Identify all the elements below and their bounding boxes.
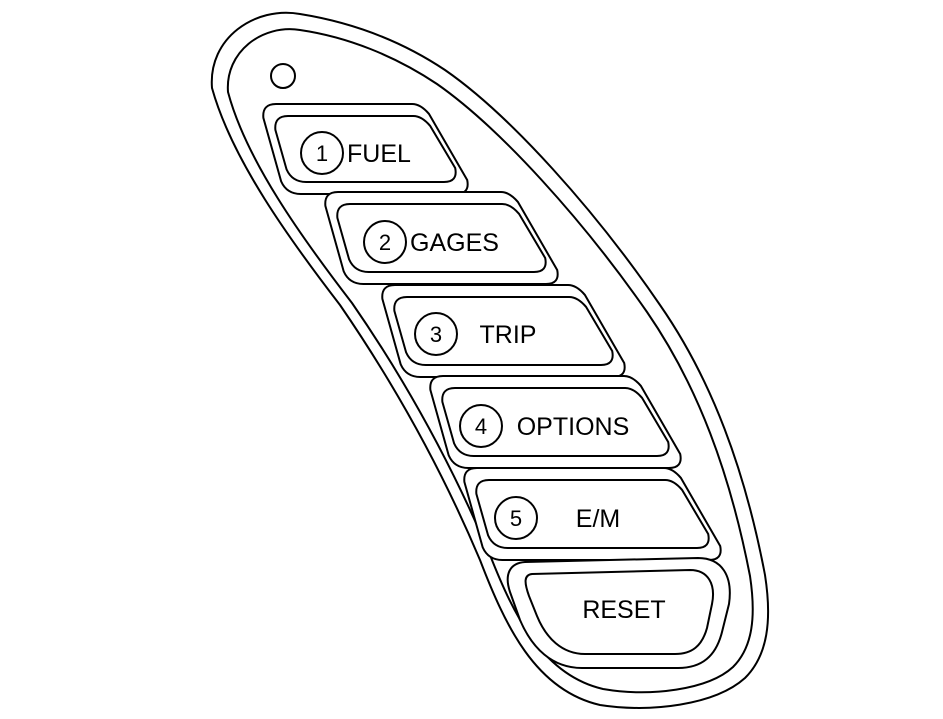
reset-button-face bbox=[524, 569, 714, 655]
reset-button-label: RESET bbox=[582, 596, 665, 624]
trip-button-face bbox=[393, 296, 614, 366]
options-button[interactable]: 4 OPTIONS bbox=[429, 375, 682, 469]
pad-housing bbox=[210, 11, 770, 709]
fuel-button[interactable]: 1 FUEL bbox=[262, 103, 469, 195]
gages-button-number: 2 bbox=[379, 230, 391, 255]
housing-inner-outline bbox=[226, 28, 754, 694]
trip-button[interactable]: 3 TRIP bbox=[381, 284, 626, 378]
em-number-circle bbox=[494, 496, 538, 540]
gages-number-circle bbox=[363, 220, 407, 264]
housing-outer-outline bbox=[210, 11, 770, 709]
em-button[interactable]: 5 E/M bbox=[463, 467, 722, 561]
em-button-label: E/M bbox=[576, 505, 620, 533]
options-button-number: 4 bbox=[475, 414, 487, 439]
em-button-number: 5 bbox=[510, 506, 522, 531]
options-button-face bbox=[441, 387, 670, 457]
buttons-layer: 1 FUEL 2 GAGES 3 TRIP 4 OPTIONS 5 E/M bbox=[262, 103, 722, 561]
mounting-hole bbox=[270, 63, 296, 89]
trip-button-label: TRIP bbox=[480, 321, 537, 349]
fuel-number-circle bbox=[300, 131, 344, 175]
fuel-button-number: 1 bbox=[316, 141, 328, 166]
em-button-face bbox=[475, 479, 710, 549]
fuel-button-label: FUEL bbox=[347, 140, 411, 168]
gages-button-label: GAGES bbox=[410, 229, 499, 257]
reset-button[interactable]: RESET bbox=[506, 557, 731, 669]
trip-button-number: 3 bbox=[430, 322, 442, 347]
options-button-label: OPTIONS bbox=[517, 413, 630, 441]
gages-button[interactable]: 2 GAGES bbox=[324, 191, 559, 285]
trip-number-circle bbox=[414, 312, 458, 356]
options-number-circle bbox=[459, 404, 503, 448]
